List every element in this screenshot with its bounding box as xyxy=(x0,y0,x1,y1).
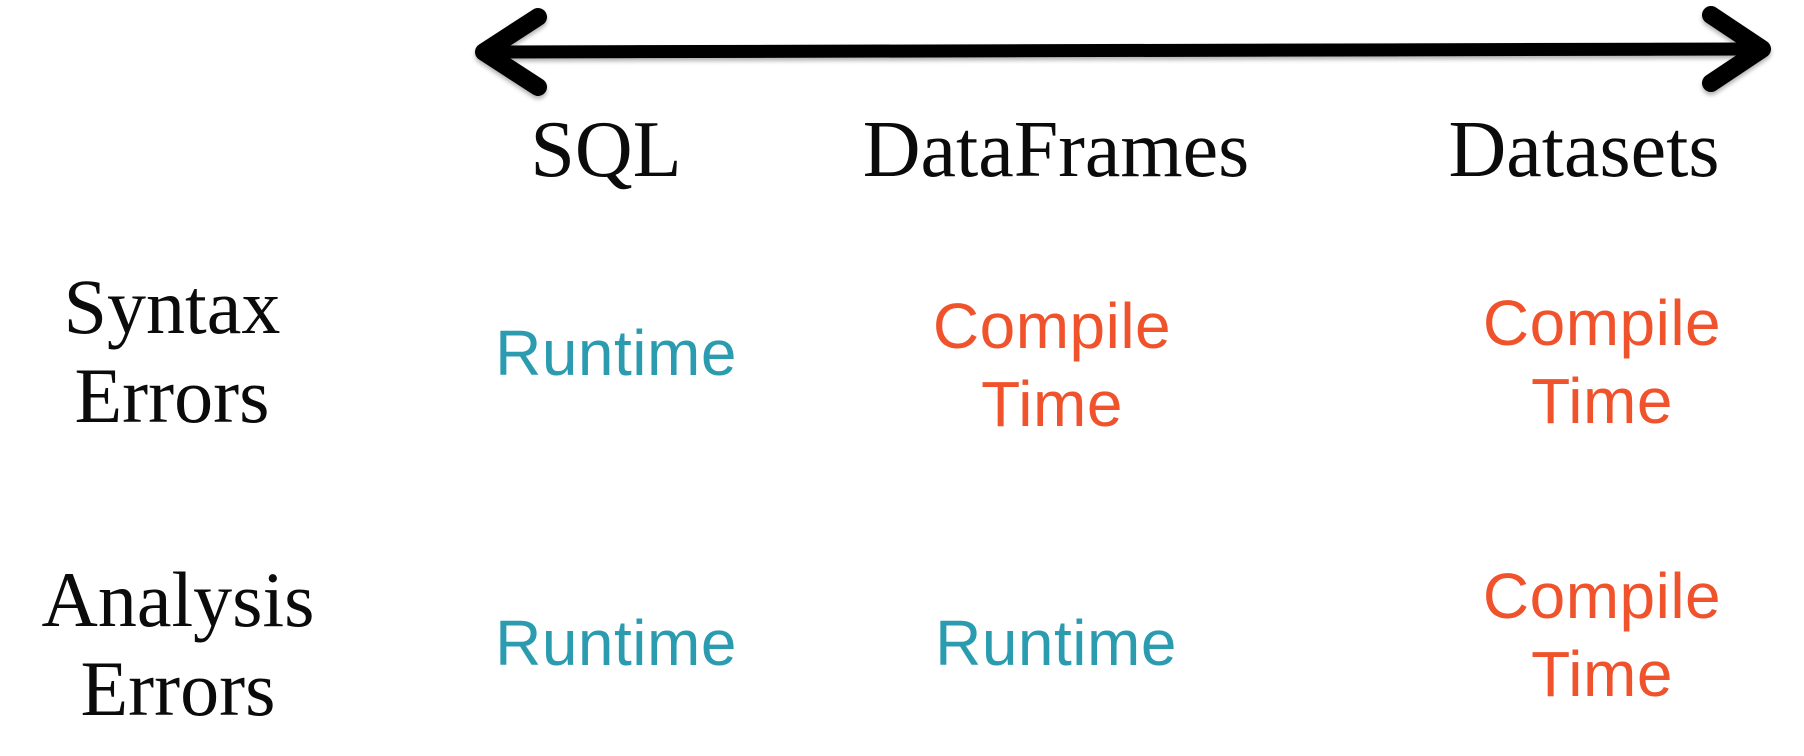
row-label-analysis-errors: Analysis Errors xyxy=(41,556,315,732)
row-label-syntax-errors: Syntax Errors xyxy=(63,263,281,439)
cell-syntax-sql: Runtime xyxy=(495,316,737,389)
column-header-datasets: Datasets xyxy=(1448,106,1720,194)
cell-analysis-dataframes: Runtime xyxy=(935,606,1177,679)
double-headed-arrow-icon xyxy=(475,6,1771,96)
column-header-dataframes: DataFrames xyxy=(862,106,1250,194)
cell-syntax-dataframes: Compile Time xyxy=(932,289,1172,440)
cell-syntax-datasets: Compile Time xyxy=(1482,286,1722,437)
cell-analysis-sql: Runtime xyxy=(495,606,737,679)
column-header-sql: SQL xyxy=(530,106,682,194)
cell-analysis-datasets: Compile Time xyxy=(1482,559,1722,710)
